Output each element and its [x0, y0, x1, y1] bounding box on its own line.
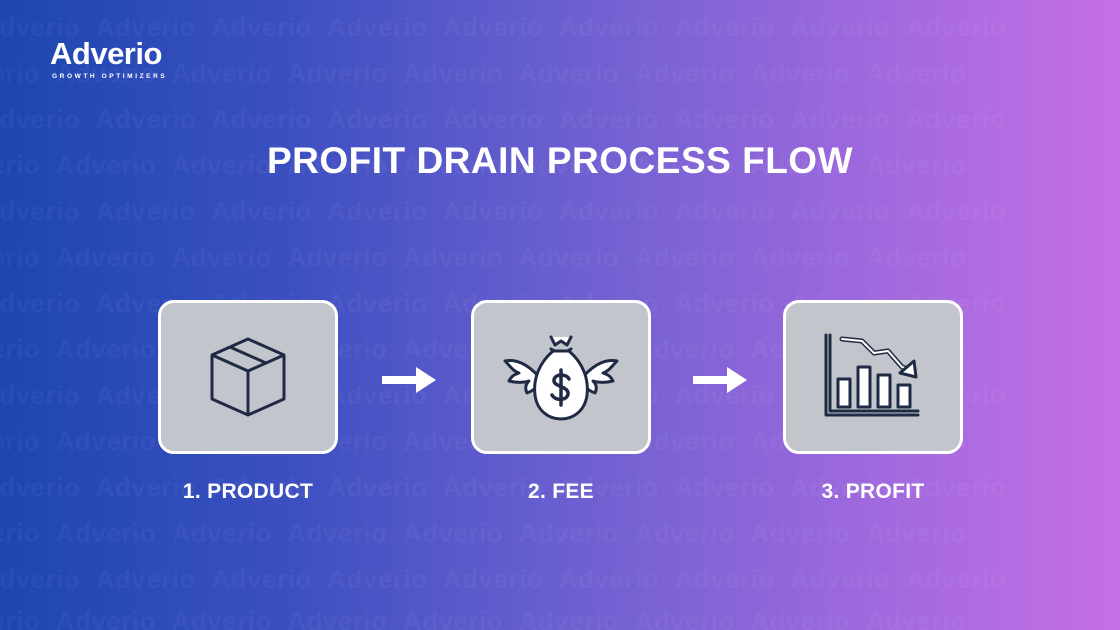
step-label-fee: 2. FEE	[528, 480, 594, 503]
flow-step-product: 1. PRODUCT	[158, 300, 338, 503]
money-bag-wings-icon	[501, 327, 621, 427]
declining-bar-chart-icon	[818, 329, 928, 425]
flow-step-fee: 2. FEE	[471, 300, 651, 503]
brand-name: Adverio	[50, 36, 162, 71]
step-label-profit: 3. PROFIT	[821, 480, 925, 503]
page-title: PROFIT DRAIN PROCESS FLOW	[267, 140, 853, 181]
flow-arrow-icon	[693, 365, 749, 395]
step-card	[158, 300, 338, 454]
step-card	[783, 300, 963, 454]
brand-logo: Adverio GROWTH OPTIMIZERS	[50, 38, 167, 80]
step-label-product: 1. PRODUCT	[182, 480, 314, 503]
box-icon	[200, 329, 296, 425]
flow-arrow-icon	[382, 365, 438, 395]
flow-step-profit: 3. PROFIT	[783, 300, 963, 503]
step-card	[471, 300, 651, 454]
brand-tagline: GROWTH OPTIMIZERS	[52, 73, 168, 80]
